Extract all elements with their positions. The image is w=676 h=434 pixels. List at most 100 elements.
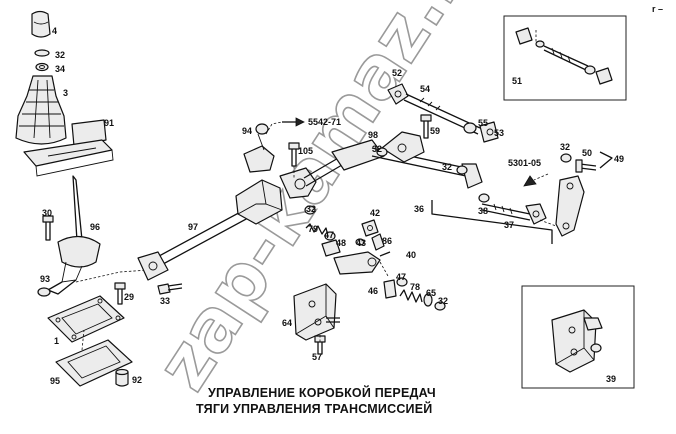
bolt-part-57 [314, 335, 326, 355]
gasket-part-1 [47, 295, 125, 343]
callout-39: 39 [606, 374, 616, 384]
callout-29: 29 [124, 292, 134, 302]
washer-part-65 [423, 293, 433, 307]
leader-left-2 [81, 329, 85, 351]
callout-32f: 32 [560, 142, 570, 152]
callout-43: 43 [356, 238, 366, 248]
nut-part-55 [463, 122, 477, 134]
nut-part-32f [560, 153, 572, 163]
clip-part-42 [361, 219, 379, 237]
washer-part-32e [456, 165, 468, 175]
ref-label-left: 5542-71 [308, 117, 341, 127]
bolt-part-30 [42, 215, 54, 241]
callout-55: 55 [478, 118, 488, 128]
bracket-line-49 [599, 151, 613, 169]
callout-78: 78 [410, 282, 420, 292]
callout-59: 59 [430, 126, 440, 136]
nut-part-34 [35, 62, 49, 72]
inset-frame-51 [503, 15, 627, 101]
callout-4: 4 [52, 26, 57, 36]
callout-46: 46 [368, 286, 378, 296]
callout-57: 57 [312, 352, 322, 362]
bolt-part-59 [420, 114, 432, 139]
bolt-part-105 [288, 142, 300, 167]
rod-part-37 [481, 203, 547, 225]
washer-part-32d [376, 147, 388, 157]
callout-3: 3 [63, 88, 68, 98]
cap-part-92 [115, 368, 129, 387]
bushing-part-47a [324, 231, 336, 241]
callout-30: 30 [42, 208, 52, 218]
callout-32b: 32 [306, 204, 316, 214]
ref-label-right: 5301-05 [508, 158, 541, 168]
callout-34: 34 [55, 64, 65, 74]
callout-92: 92 [132, 375, 142, 385]
corner-mark: r – [652, 4, 663, 14]
knob-part-4 [31, 10, 51, 38]
boot-part-3 [15, 75, 67, 145]
end-part-53 [479, 121, 499, 143]
callout-52: 52 [392, 68, 402, 78]
leader-right-1 [539, 219, 557, 227]
callout-33: 33 [160, 296, 170, 306]
fork-part-40 [333, 251, 391, 275]
callout-50: 50 [582, 148, 592, 158]
callout-49: 49 [614, 154, 624, 164]
callout-36: 36 [414, 204, 424, 214]
callout-47b: 47 [396, 272, 406, 282]
callout-37: 37 [504, 220, 514, 230]
cover-plate-part-91 [23, 119, 114, 177]
leader-ref-right [533, 173, 549, 181]
bolt-part-50 [575, 159, 597, 173]
spring-part-78 [399, 289, 423, 303]
bracket-part-94 [243, 123, 275, 173]
ref-arrow-right-head [523, 175, 537, 187]
callout-32e: 32 [442, 162, 452, 172]
nut-part-32c [434, 301, 446, 311]
callout-32c: 32 [438, 296, 448, 306]
callout-86: 86 [382, 236, 392, 246]
bracket-part-64 [293, 283, 340, 341]
bracket-line-36 [431, 200, 553, 244]
joint-part-48 [321, 239, 341, 257]
callout-38: 38 [478, 206, 488, 216]
lever-part-49 [555, 175, 585, 237]
callout-65: 65 [426, 288, 436, 298]
plate-part-95 [55, 339, 133, 387]
inset-rod-51 [515, 27, 613, 85]
callout-32a: 32 [55, 50, 65, 60]
inset-frame-39 [521, 285, 635, 389]
callout-94: 94 [242, 126, 252, 136]
washer-part-38 [478, 193, 490, 203]
callout-96: 96 [90, 222, 100, 232]
leader-mid-1 [379, 261, 389, 277]
caption-title-line-2: ТЯГИ УПРАВЛЕНИЯ ТРАНСМИССИЕЙ [196, 401, 432, 416]
callout-79: 79 [308, 224, 318, 234]
link-part-86 [371, 233, 385, 251]
caption-title-line-1: УПРАВЛЕНИЕ КОРОБКОЙ ПЕРЕДАЧ [208, 385, 436, 400]
callout-53: 53 [494, 128, 504, 138]
leader-center-1 [265, 121, 283, 135]
callout-105: 105 [298, 146, 313, 156]
bolt-part-33 [157, 283, 183, 295]
ball-joint-part-52 [387, 83, 409, 105]
lever-part-96 [47, 175, 101, 295]
bushing-part-47b [396, 277, 408, 287]
callout-32d: 32 [372, 144, 382, 154]
sleeve-part-46 [383, 279, 397, 299]
callout-64: 64 [282, 318, 292, 328]
callout-98: 98 [368, 130, 378, 140]
spring-part-79 [304, 205, 329, 237]
leader-left-1 [75, 269, 149, 283]
pin-part-43 [355, 238, 365, 246]
shift-rod-part-97 [137, 167, 317, 281]
callout-93: 93 [40, 274, 50, 284]
callout-91: 91 [104, 118, 114, 128]
washer-part-32 [34, 49, 50, 57]
callout-42: 42 [370, 208, 380, 218]
nut-part-93 [37, 287, 51, 297]
ref-arrow-left-head [295, 117, 305, 127]
callout-47a: 47 [324, 230, 334, 240]
callout-1: 1 [54, 336, 59, 346]
